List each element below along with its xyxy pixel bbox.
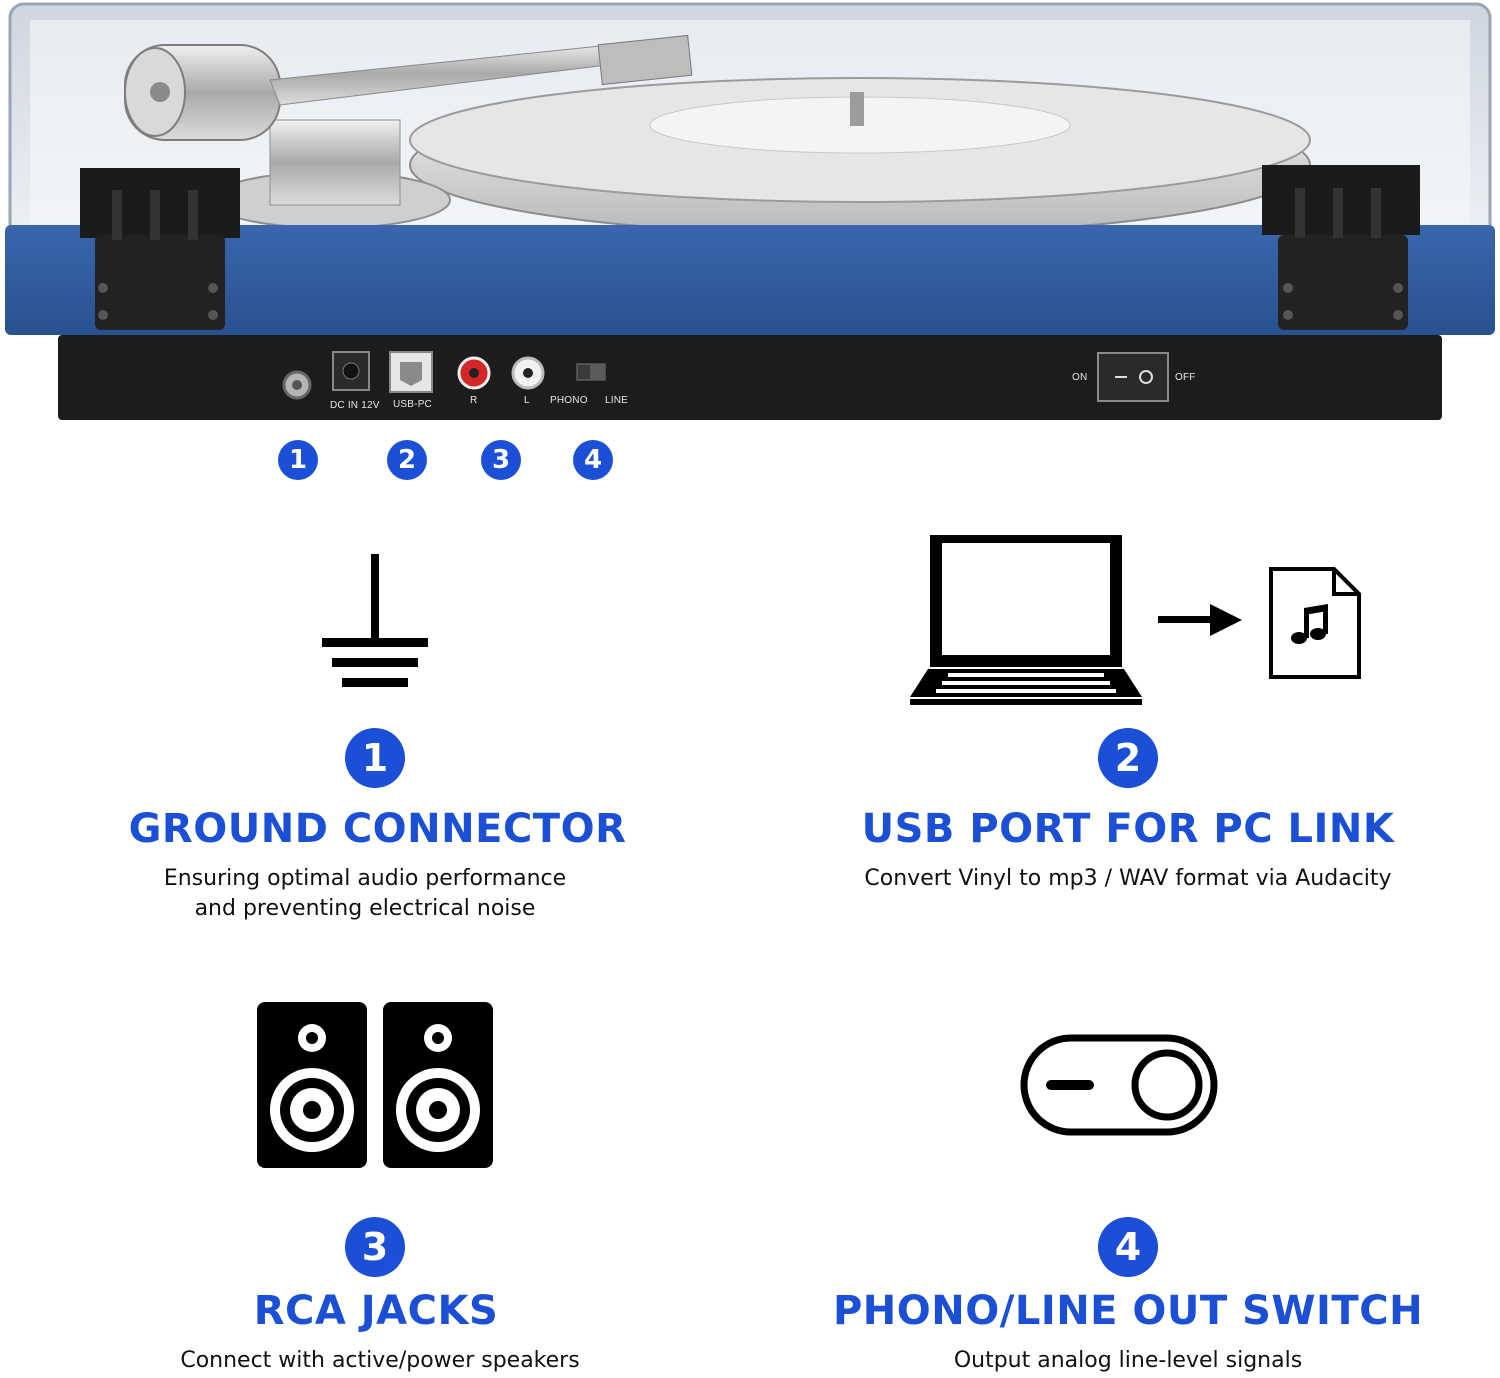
feature-title-rca: RCA JACKS (253, 1288, 499, 1334)
ground-icon (322, 554, 428, 687)
feature-desc-usb: Convert Vinyl to mp3 / WAV format via Au… (752, 864, 1500, 894)
feature-ground (0, 540, 750, 940)
plinth (5, 225, 1495, 335)
feature-desc-line: Ensuring optimal audio performance (163, 866, 567, 891)
feature-badge-4: 4 (1098, 1217, 1158, 1277)
port-badge-3: 3 (481, 440, 521, 480)
port-badge-4: 4 (573, 440, 613, 480)
feature-title-switch: PHONO/LINE OUT SWITCH (832, 1288, 1424, 1334)
power-switch (1097, 352, 1169, 402)
laptop-icon (910, 535, 1142, 705)
music-file-icon (1269, 567, 1361, 679)
toggle-switch-icon (1020, 1034, 1218, 1136)
feature-desc-line: Output analog line-level signals (953, 1348, 1303, 1373)
power-off-label: OFF (1175, 372, 1196, 383)
speaker-right-icon (383, 1002, 493, 1168)
speakers-icon (257, 1002, 493, 1168)
dc-in-label: DC IN 12V (330, 400, 380, 411)
usb-pc-label: USB-PC (393, 399, 432, 410)
port-badge-1: 1 (278, 440, 318, 480)
spindle (850, 92, 864, 126)
feature-desc-line: Convert Vinyl to mp3 / WAV format via Au… (864, 866, 1392, 891)
arrow-right-icon (1158, 604, 1242, 636)
rca-l-label: L (524, 395, 530, 406)
feature-badge-2: 2 (1098, 728, 1158, 788)
line-label: LINE (605, 395, 629, 406)
power-on-label: ON (1072, 372, 1088, 383)
feature-title-usb: USB PORT FOR PC LINK (861, 806, 1395, 852)
feature-desc-line: Connect with active/power speakers (180, 1348, 580, 1373)
phono-label: PHONO (550, 395, 588, 406)
right-hinge (1262, 165, 1420, 330)
turntable-rear-view: DC IN 12V USB-PC R L PHONO LINE ON OFF (0, 0, 1500, 430)
feature-desc-switch: Output analog line-level signals (752, 1346, 1500, 1376)
feature-desc-line: and preventing electrical noise (194, 896, 536, 921)
feature-title-ground: GROUND CONNECTOR (128, 806, 627, 852)
rca-r-label: R (470, 395, 478, 406)
feature-desc-ground: Ensuring optimal audio performance and p… (0, 864, 730, 924)
turntable-illustration (5, 2, 1495, 420)
feature-badge-1: 1 (345, 728, 405, 788)
feature-badge-3: 3 (345, 1217, 405, 1277)
rear-panel (58, 335, 1442, 420)
speaker-left-icon (257, 1002, 367, 1168)
feature-desc-rca: Connect with active/power speakers (0, 1346, 760, 1376)
port-badge-2: 2 (387, 440, 427, 480)
left-hinge (80, 168, 240, 330)
